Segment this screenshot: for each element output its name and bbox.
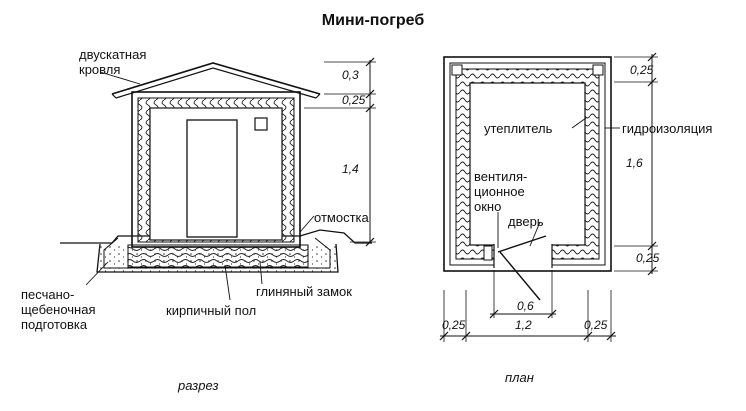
caption-plan: план [505, 370, 534, 385]
dim-slab: 0,25 [342, 93, 366, 107]
label-sand-gravel-base: песчано- щебеночная подготовка [21, 287, 96, 332]
dim-plan-left: 0,25 [442, 318, 466, 332]
label-blind-area: отмостка [314, 210, 369, 225]
dim-plan-right: 0,25 [584, 318, 608, 332]
plan-drawing [439, 52, 658, 342]
dim-plan-length: 1,6 [626, 156, 643, 170]
label-vent-window: вентиля- ционное окно [474, 169, 528, 214]
caption-section: разрез [178, 378, 219, 393]
section-drawing [60, 57, 376, 301]
dim-roof-height: 0,3 [342, 68, 359, 82]
diagram-title: Мини-погреб [321, 12, 425, 29]
label-waterproofing: гидроизоляция [622, 121, 713, 136]
label-roof: двускатная кровля [79, 47, 147, 77]
label-brick-floor: кирпичный пол [166, 303, 257, 318]
dim-plan-width: 1,2 [515, 318, 532, 332]
label-insulation: утеплитель [484, 121, 553, 136]
dim-plan-bottom: 0,25 [636, 251, 660, 265]
label-door: дверь [508, 214, 544, 229]
label-clay-lock: глиняный замок [256, 284, 352, 299]
dim-door-width: 0,6 [517, 299, 534, 313]
dim-plan-top: 0,25 [630, 63, 654, 77]
dim-height: 1,4 [342, 162, 359, 176]
